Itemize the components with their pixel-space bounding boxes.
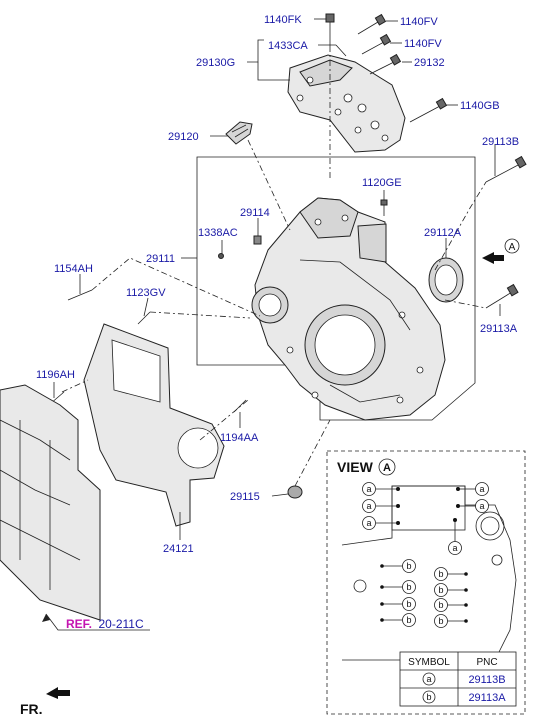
front-indicator: FR.: [20, 687, 70, 717]
view-a-arrow-icon: A: [482, 238, 520, 264]
table-header-pnc: PNC: [476, 657, 497, 668]
view-panel-symbol: A: [383, 462, 391, 474]
label-1123GV: 1123GV: [126, 287, 166, 299]
label-1196AH: 1196AH: [36, 369, 75, 381]
ref-prefix: REF.: [66, 617, 92, 631]
label-29120: 29120: [168, 131, 199, 143]
bolt-29113A: [485, 283, 519, 309]
bolt-29113B: [485, 155, 527, 183]
callout-b: b: [438, 616, 443, 626]
view-panel-title: VIEW: [337, 459, 374, 475]
label-29111: 29111: [146, 253, 175, 265]
label-29130G: 29130G: [196, 57, 235, 69]
label-29113A: 29113A: [480, 323, 518, 335]
label-1433CA: 1433CA: [268, 40, 308, 52]
front-arrow-icon: [46, 687, 70, 699]
callout-b: b: [406, 615, 411, 625]
label-29132: 29132: [414, 57, 445, 69]
b-callouts: b b b b b b b b: [380, 559, 468, 628]
assembly-line: [247, 139, 291, 231]
ref-code: 20-211C: [98, 617, 143, 631]
a-callouts: a a a a a a: [362, 482, 489, 555]
callout-a: a: [479, 484, 484, 494]
plug-29115: [287, 485, 303, 499]
bolt-1154AH: [67, 289, 93, 301]
callout-b: b: [406, 599, 411, 609]
label-29115: 29115: [230, 491, 260, 503]
label-29112A: 29112A: [424, 227, 462, 239]
label-1140FK: 1140FK: [264, 14, 302, 26]
table-header-symbol: SYMBOL: [408, 657, 450, 668]
callout-b: b: [406, 561, 411, 571]
label-1338AC: 1338AC: [198, 227, 238, 239]
assembly-line: [199, 399, 249, 441]
front-label: FR.: [20, 701, 43, 717]
bolt-1140FK: [325, 13, 335, 46]
label-1140FV-lower: 1140FV: [404, 38, 442, 50]
bolt-1123GV: [137, 311, 151, 325]
assembly-line: [61, 379, 89, 393]
callout-a: a: [366, 501, 371, 511]
callout-a: a: [452, 543, 457, 553]
callout-b: b: [438, 585, 443, 595]
table-row-pnc: 29113B: [468, 674, 505, 686]
pin-1338AC: [218, 253, 224, 259]
cover-bracket-part: [287, 54, 406, 153]
table-row-symbol: a: [426, 674, 431, 684]
label-29114: 29114: [240, 207, 270, 219]
assembly-line: [91, 257, 261, 317]
ref-link[interactable]: REF. 20-211C: [66, 615, 144, 632]
symbol-pnc-table: SYMBOL PNC a 29113B b 29113A: [399, 651, 517, 707]
assembly-line: [294, 419, 331, 487]
table-row-pnc: 29113A: [468, 692, 506, 704]
bolt-1140FV-lower: [361, 33, 392, 55]
view-a-panel: VIEW A a: [326, 450, 526, 715]
label-1194AA: 1194AA: [220, 432, 259, 444]
callout-a: a: [366, 518, 371, 528]
callout-b: b: [438, 600, 443, 610]
label-1140FV-upper: 1140FV: [400, 16, 438, 28]
label-1140GB: 1140GB: [460, 100, 500, 112]
oil-seal-29112A: [428, 257, 464, 303]
assembly-frame: [196, 156, 476, 421]
callout-a: a: [366, 484, 371, 494]
label-29113B: 29113B: [482, 136, 519, 148]
callout-b: b: [406, 582, 411, 592]
assembly-line: [434, 181, 487, 271]
view-marker-letter: A: [509, 242, 516, 253]
cap-29120: [225, 121, 253, 145]
gasket-24121: [83, 323, 225, 527]
label-24121: 24121: [163, 543, 194, 555]
leader-lines: [53, 18, 501, 540]
callout-a: a: [479, 501, 484, 511]
bolt-29132: [369, 53, 402, 75]
engine-block-part: [0, 384, 101, 621]
label-1120GE: 1120GE: [362, 177, 402, 189]
table-row-symbol: b: [426, 692, 431, 702]
bolt-1140GB: [409, 97, 448, 123]
callout-b: b: [438, 569, 443, 579]
bolt-1120GE: [380, 199, 388, 216]
assembly-line: [149, 311, 251, 319]
flywheel-housing-part: [251, 197, 446, 421]
label-1154AH: 1154AH: [54, 263, 93, 275]
ref-callout: REF. 20-211C: [42, 613, 150, 632]
dowel-29114: [253, 235, 262, 245]
bolt-1140FV-upper: [357, 13, 387, 35]
